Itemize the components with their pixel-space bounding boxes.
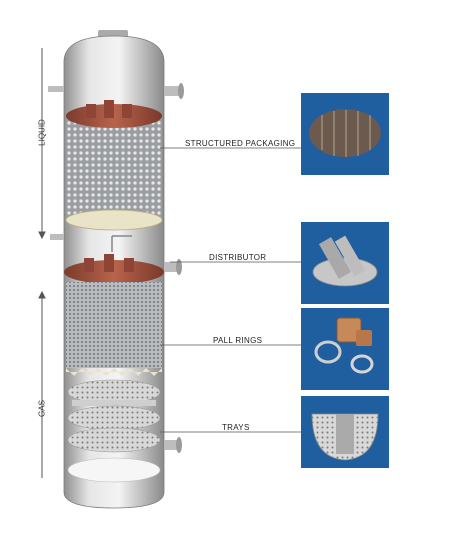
trays-thumbnail [301, 396, 389, 468]
structured-packaging-label: STRUCTURED PACKAGING [185, 139, 296, 148]
liquid-label: LIQUID [37, 119, 47, 146]
trays-label: TRAYS [222, 423, 250, 432]
gas-label: GAS [37, 400, 47, 417]
structured-packaging-thumbnail [301, 93, 389, 175]
leader-lines [160, 147, 301, 433]
distributor-label: DISTRIBUTOR [209, 253, 267, 262]
distributor-section [64, 235, 164, 284]
pall-rings-label: PALL RINGS [213, 336, 263, 345]
distributor-thumbnail [301, 222, 389, 304]
structured-packaging-section [65, 100, 163, 231]
pall-rings-section [66, 282, 162, 376]
pall-rings-thumbnail [301, 308, 389, 390]
trays-section [67, 379, 161, 483]
liquid-arrow [38, 48, 46, 240]
gas-arrow [38, 290, 46, 478]
